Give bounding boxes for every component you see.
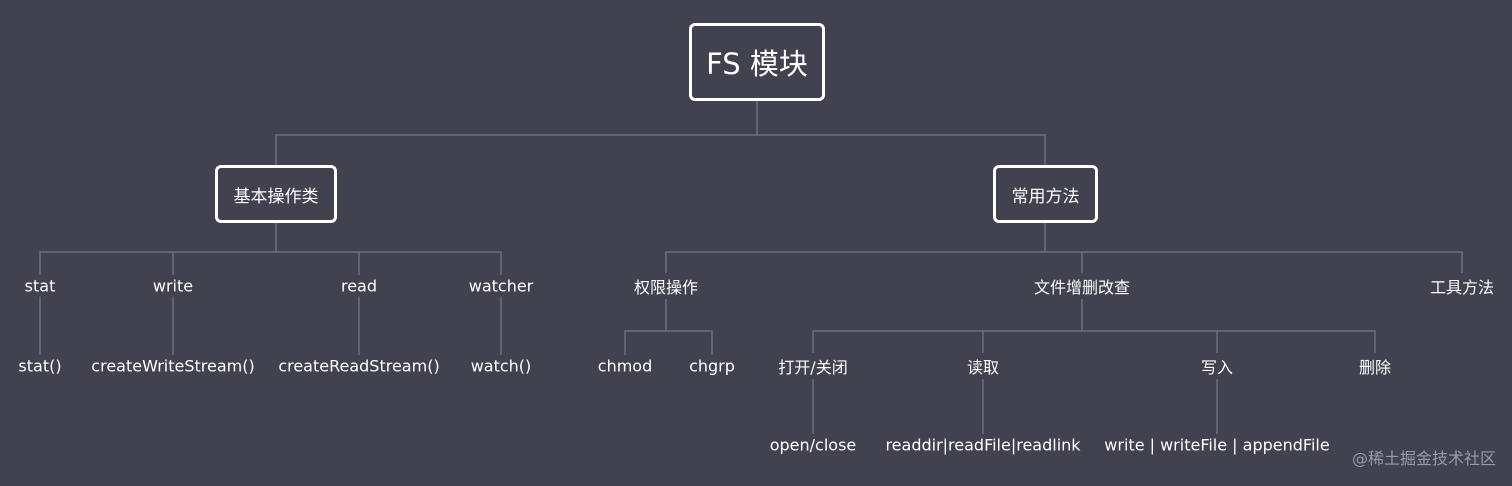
- leaf-watch: watch(): [468, 355, 534, 377]
- leaf-create-read-stream: createReadStream(): [276, 355, 442, 377]
- leaf-chgrp: chgrp: [687, 355, 737, 377]
- leaf-write-writefile-appendfile: write | writeFile | appendFile: [1102, 434, 1332, 456]
- leaf-chmod: chmod: [595, 355, 655, 377]
- branch-node-common: 常用方法: [993, 165, 1098, 223]
- leaf-create-write-stream: createWriteStream(): [89, 355, 257, 377]
- branch-label-basic: 基本操作类: [233, 186, 319, 207]
- node-permission: 权限操作: [631, 273, 701, 299]
- root-label: FS 模块: [706, 47, 808, 81]
- node-write-file: 写入: [1198, 353, 1236, 379]
- watermark: @稀土掘金技术社区: [1351, 449, 1496, 468]
- node-open-close: 打开/关闭: [776, 353, 850, 379]
- node-stat: stat: [22, 275, 58, 297]
- leaf-open-close: open/close: [767, 434, 859, 456]
- node-write: write: [150, 275, 196, 297]
- branch-label-common: 常用方法: [1011, 186, 1080, 207]
- node-file-crud: 文件增删改查: [1031, 273, 1133, 299]
- root-node: FS 模块: [689, 23, 825, 101]
- branch-node-basic: 基本操作类: [215, 165, 337, 223]
- node-read-file: 读取: [964, 353, 1002, 379]
- node-delete: 删除: [1356, 353, 1394, 379]
- node-watcher: watcher: [466, 275, 536, 297]
- leaf-stat-method: stat(): [16, 355, 64, 377]
- node-read: read: [338, 275, 380, 297]
- leaf-readdir-readfile-readlink: readdir|readFile|readlink: [883, 434, 1083, 456]
- node-tools: 工具方法: [1427, 273, 1497, 299]
